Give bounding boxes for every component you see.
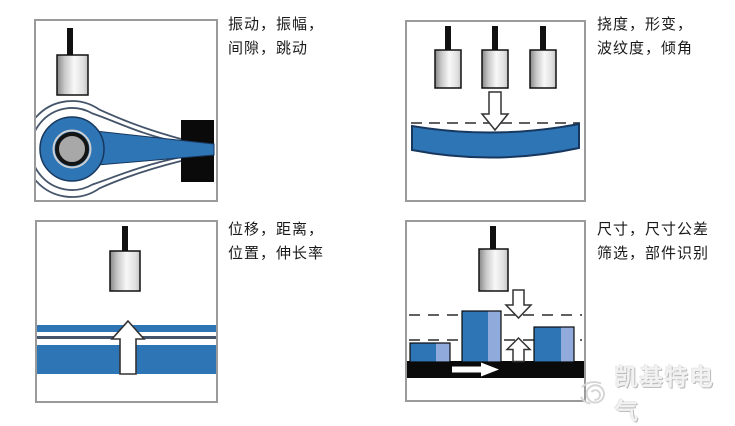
up-arrow-icon — [110, 319, 146, 375]
deflection-diagram — [411, 26, 580, 159]
caption-line: 间隙，跳动 — [228, 41, 309, 57]
panel-vibration — [34, 19, 218, 202]
watermark-text: 凯基特电气 — [614, 365, 715, 424]
dimension-diagram — [407, 226, 584, 378]
displacement-sensor-icon — [434, 26, 462, 89]
figure-canvas: 振动，振幅， 间隙，跳动 挠度，形变， 波纹度，倾角 位移，距离， 位置，伸长率… — [34, 13, 713, 424]
panel-displacement — [35, 220, 218, 403]
panel-dimension — [405, 220, 586, 402]
vibration-arcs-icon — [36, 100, 182, 198]
vibration-diagram — [36, 28, 215, 198]
displacement-diagram — [37, 226, 216, 375]
caption-line: 挠度，形变， — [597, 17, 694, 33]
watermark: 凯基特电气 — [578, 358, 735, 426]
displacement-sensor-icon — [529, 26, 557, 89]
caption-displacement: 位移，距离， 位置，伸长率 — [228, 218, 324, 266]
displacement-sensor-icon — [478, 226, 509, 292]
displacement-sensor-icon — [109, 226, 141, 292]
caption-line: 振动，振幅， — [228, 17, 325, 33]
caption-deflection: 挠度，形变， 波纹度，倾角 — [597, 13, 693, 61]
belt-direction-arrow-icon — [452, 362, 499, 377]
panel-deflection — [405, 20, 586, 202]
part-tall — [461, 310, 502, 363]
caption-line: 尺寸，尺寸公差 — [597, 222, 710, 238]
displacement-sensor-icon — [481, 26, 509, 89]
caption-line: 位移，距离， — [228, 222, 325, 238]
caption-line: 筛选，部件识别 — [597, 246, 710, 262]
up-arrow-icon — [505, 336, 532, 363]
caption-line: 位置，伸长率 — [228, 246, 325, 262]
part-small — [409, 342, 451, 363]
caption-dimension: 尺寸，尺寸公差 筛选，部件识别 — [597, 218, 709, 266]
caption-line: 波纹度，倾角 — [597, 41, 694, 57]
part-medium — [533, 326, 575, 363]
caption-vibration: 振动，振幅， 间隙，跳动 — [228, 13, 324, 61]
rotor-disc-icon — [39, 116, 105, 182]
down-arrow-icon — [504, 289, 533, 320]
down-arrow-icon — [480, 91, 510, 132]
deflected-beam — [411, 122, 580, 159]
displacement-sensor-icon — [56, 28, 89, 96]
